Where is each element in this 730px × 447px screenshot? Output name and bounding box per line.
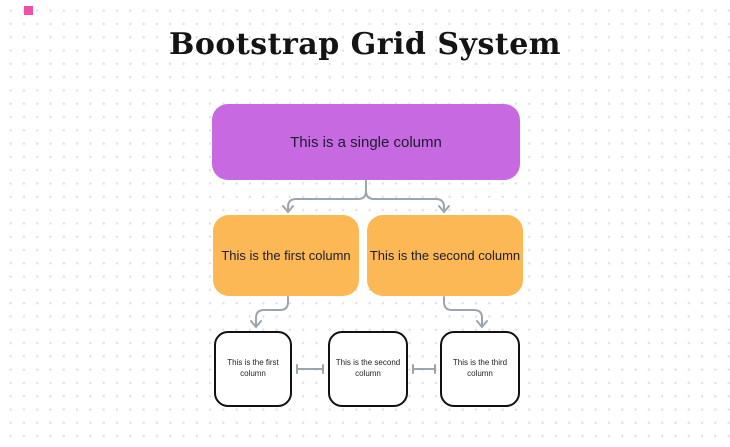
node-single-column[interactable]: This is a single column	[212, 104, 520, 180]
node-label: This is a single column	[290, 133, 442, 151]
node-col1[interactable]: This is the first column	[214, 331, 292, 407]
arrowhead	[476, 320, 488, 329]
node-first-column[interactable]: This is the first column	[213, 215, 359, 296]
node-label: This is the second column	[369, 248, 521, 263]
arrowhead	[250, 320, 262, 329]
node-label: This is the second column	[335, 358, 401, 378]
node-label: This is the first column	[227, 358, 279, 378]
diagram-title: Bootstrap Grid System	[168, 27, 562, 62]
arrowhead	[438, 205, 450, 214]
node-second-column[interactable]: This is the second column	[367, 215, 523, 296]
pink-marker	[24, 6, 33, 15]
arrow-single-to-second	[365, 180, 445, 212]
arrow-first-to-col1	[255, 296, 289, 327]
arrow-second-to-col3	[443, 296, 483, 327]
node-col2[interactable]: This is the second column	[328, 331, 408, 407]
arrow-single-to-first	[287, 180, 367, 212]
node-col3[interactable]: This is the third column	[440, 331, 520, 407]
node-label: This is the first column	[221, 248, 351, 263]
arrowhead	[282, 205, 294, 214]
node-label: This is the third column	[452, 358, 508, 378]
